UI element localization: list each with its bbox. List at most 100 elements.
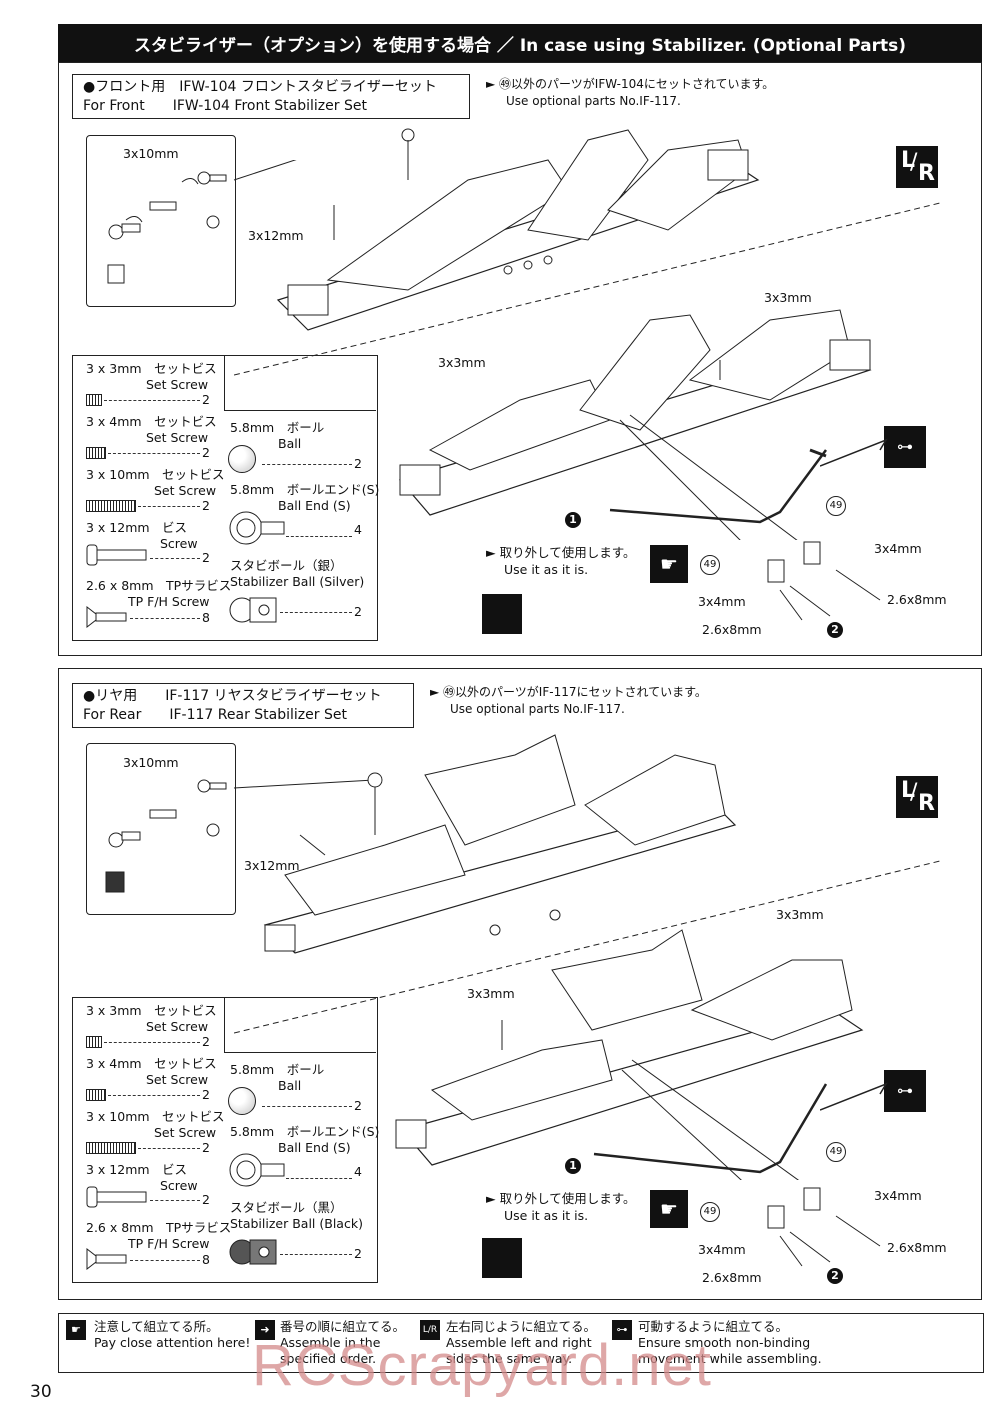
rear-label-3x12: 3x12mm <box>244 858 300 873</box>
rear-part-5-jp: 2.6 x 8mm TPサラビス <box>86 1220 232 1235</box>
front-part-5-en: TP F/H Screw <box>128 594 210 609</box>
front-stabilizer-bar <box>609 449 828 524</box>
front-label-26x8-left: 2.6x8mm <box>702 622 762 637</box>
rear-callout-label: 3x10mm <box>123 755 179 770</box>
front-parts-col-divider <box>224 355 226 410</box>
left-right-legend-icon: L/R <box>420 1320 440 1340</box>
rear-chassis-lower-drawing <box>395 929 864 1180</box>
legend-movement-en1: Ensure smooth non-binding <box>638 1335 811 1350</box>
rear-part-5-qty: 8 <box>202 1252 210 1267</box>
rear-callout-drawing <box>105 779 375 893</box>
front-set-title-en: For Front IFW-104 Front Stabilizer Set <box>83 98 367 114</box>
rear-parts-row-divider <box>224 1052 376 1053</box>
rear-note: ► ㊾以外のパーツがIF-117にセットされています。 Use optional… <box>430 684 707 718</box>
rear-stabilizer-bar <box>593 1083 828 1174</box>
rear-49-right-text: 49 <box>829 1146 843 1157</box>
rear-left-right-icon: L/R <box>896 776 938 818</box>
front-parts-row-divider <box>224 410 376 411</box>
legend-movement-en2: movement while assembling. <box>638 1351 822 1366</box>
front-part-3-leader <box>138 506 200 507</box>
rear-remove-note: ► 取り外して使用します。 Use it as it is. <box>486 1190 635 1224</box>
rear-part-2-leader <box>108 1095 200 1096</box>
rear-dashed-divider <box>234 860 941 1034</box>
front-part-8-leader <box>280 612 352 613</box>
rear-part-6-jp: 5.8mm ボール <box>230 1062 325 1077</box>
watermark: RCScrapyard.net <box>252 1333 712 1398</box>
front-label-3x3-right: 3x3mm <box>764 290 812 305</box>
legend-movement-jp: 可動するように組立てる。 <box>638 1319 789 1334</box>
legend-left-right-en1: Assemble left and right <box>446 1335 592 1350</box>
front-part-2-en: Set Screw <box>146 430 209 445</box>
rear-parts-list <box>72 997 378 1283</box>
rear-stabilizer-mount-drawing <box>767 1187 881 1267</box>
front-label-49-right: 49 <box>826 496 846 516</box>
front-part-7-icon <box>229 511 285 545</box>
rear-part-5-icon <box>86 1248 127 1270</box>
front-note-jp: ► ㊾以外のパーツがIFW-104にセットされています。 <box>486 77 775 91</box>
legend-attention-jp: 注意して組立てる所。 <box>94 1319 219 1334</box>
legend-attention-en: Pay close attention here! <box>94 1335 251 1350</box>
front-part-4-jp: 3 x 12mm ビス <box>86 520 188 535</box>
front-set-title-jp: ●フロント用 IFW-104 フロントスタビライザーセット <box>83 79 437 95</box>
rear-movement-icon: ⊶ <box>884 1070 926 1112</box>
rear-part-1-en: Set Screw <box>146 1019 209 1034</box>
rear-part-1-icon <box>86 1036 102 1048</box>
front-note-en: Use optional parts No.IF-117. <box>506 94 681 108</box>
rear-step-1: 1 <box>565 1158 581 1174</box>
rear-part-5-en: TP F/H Screw <box>128 1236 210 1251</box>
front-movement-icon: ⊶ <box>884 426 926 468</box>
front-movement-pointer <box>820 438 888 467</box>
legend-order: 番号の順に組立てる。 Assemble in the specified ord… <box>280 1319 405 1367</box>
front-part-1-leader <box>104 400 200 401</box>
legend-left-right-en2: sides the same way. <box>446 1351 573 1366</box>
rear-note-jp: ► ㊾以外のパーツがIF-117にセットされています。 <box>430 685 707 699</box>
rear-label-49-left: 49 <box>700 1202 720 1222</box>
front-part-4-qty: 2 <box>202 550 210 565</box>
page-header: スタビライザー（オプション）を使用する場合 ／ In case using St… <box>58 24 982 62</box>
rear-callout-box <box>86 743 236 915</box>
rear-label-3x4-left: 3x4mm <box>698 1242 746 1257</box>
rear-label-26x8-left: 2.6x8mm <box>702 1270 762 1285</box>
front-callout-drawing <box>107 160 297 284</box>
front-chassis-upper-drawing <box>276 128 760 331</box>
rear-order-icon <box>482 1238 522 1278</box>
front-part-7-qty: 4 <box>354 522 362 537</box>
front-part-7-leader <box>286 536 352 537</box>
rear-part-3-jp: 3 x 10mm セットビス <box>86 1109 225 1124</box>
front-49-left-text: 49 <box>703 559 717 570</box>
rear-part-2-qty: 2 <box>202 1087 210 1102</box>
legend-left-right-jp: 左右同じように組立てる。 <box>446 1319 597 1334</box>
legend-left-right: 左右同じように組立てる。 Assemble left and right sid… <box>446 1319 596 1367</box>
page-number: 30 <box>30 1382 52 1402</box>
front-part-6-icon <box>228 445 256 473</box>
legend-attention: 注意して組立てる所。 Pay close attention here! <box>94 1319 250 1351</box>
front-label-3x12: 3x12mm <box>248 228 304 243</box>
rear-note-en: Use optional parts No.IF-117. <box>450 702 625 716</box>
rear-part-3-en: Set Screw <box>154 1125 217 1140</box>
rear-part-2-jp: 3 x 4mm セットビス <box>86 1056 217 1071</box>
rear-part-7-en: Ball End (S) <box>278 1140 351 1155</box>
order-legend-icon: ➜ <box>255 1320 275 1340</box>
front-parts-list <box>72 355 378 641</box>
front-label-3x3-left: 3x3mm <box>438 355 486 370</box>
front-part-8-icon <box>229 597 277 623</box>
front-part-5-icon <box>86 606 127 628</box>
movement-legend-icon: ⊶ <box>612 1320 632 1340</box>
front-part-4-icon <box>86 544 147 566</box>
front-remove-en: Use it as it is. <box>504 562 589 577</box>
front-stabilizer-mount-drawing <box>767 541 881 621</box>
rear-set-title-en: For Rear IF-117 Rear Stabilizer Set <box>83 707 347 723</box>
front-part-2-icon <box>86 447 106 459</box>
rear-part-8-qty: 2 <box>354 1246 362 1261</box>
page-title: スタビライザー（オプション）を使用する場合 ／ In case using St… <box>133 35 906 56</box>
front-note: ► ㊾以外のパーツがIFW-104にセットされています。 Use optiona… <box>486 76 774 110</box>
rear-parts-col-divider <box>224 997 226 1052</box>
front-part-2-leader <box>108 453 200 454</box>
rear-step-2: 2 <box>827 1268 843 1284</box>
rear-part-7-leader <box>286 1178 352 1179</box>
front-part-6-qty: 2 <box>354 456 362 471</box>
front-part-3-jp: 3 x 10mm セットビス <box>86 467 225 482</box>
front-part-3-en: Set Screw <box>154 483 217 498</box>
rear-part-4-jp: 3 x 12mm ビス <box>86 1162 188 1177</box>
front-label-3x4-left: 3x4mm <box>698 594 746 609</box>
